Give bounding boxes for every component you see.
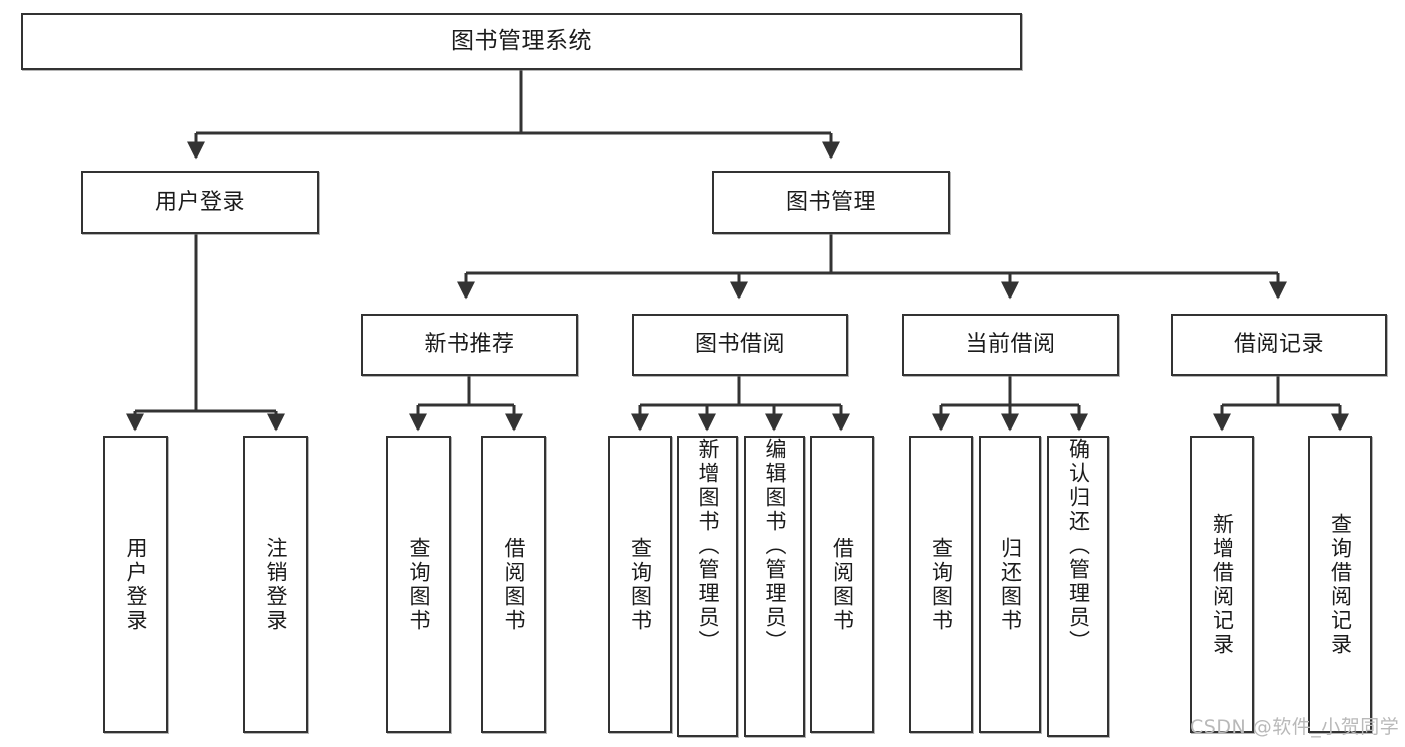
node-book-manage[interactable]: 图书管理 <box>712 171 950 234</box>
node-label: 借阅图书 <box>830 536 855 633</box>
leaf-confirm-return-admin[interactable]: 确认归还（管理员） <box>1047 436 1109 737</box>
leaf-query-book-current[interactable]: 查询图书 <box>909 436 973 733</box>
node-label: 借阅图书 <box>502 536 526 633</box>
node-label: 查询图书 <box>929 536 954 633</box>
node-label: 新书推荐 <box>424 332 515 358</box>
node-new-book-recommend[interactable]: 新书推荐 <box>361 314 578 376</box>
node-book-borrow[interactable]: 图书借阅 <box>632 314 848 376</box>
watermark-text: CSDN @软件_小贺同学 <box>1190 716 1400 738</box>
node-root-system[interactable]: 图书管理系统 <box>21 13 1022 70</box>
node-label: 编辑图书（管理员） <box>763 438 787 654</box>
leaf-edit-book-admin[interactable]: 编辑图书（管理员） <box>744 436 805 737</box>
node-label: 用户登录 <box>124 536 148 633</box>
leaf-add-book-admin[interactable]: 新增图书（管理员） <box>677 436 738 737</box>
node-label: 借阅记录 <box>1233 332 1324 358</box>
leaf-query-book-borrow[interactable]: 查询图书 <box>608 436 672 733</box>
node-label: 查询借阅记录 <box>1328 512 1353 657</box>
node-label: 新增图书（管理员） <box>696 438 720 654</box>
leaf-query-borrow-record[interactable]: 查询借阅记录 <box>1308 436 1372 733</box>
node-user-login[interactable]: 用户登录 <box>81 171 319 234</box>
node-current-borrow[interactable]: 当前借阅 <box>902 314 1119 376</box>
leaf-user-login[interactable]: 用户登录 <box>103 436 168 733</box>
node-label: 注销登录 <box>264 536 288 633</box>
node-label: 新增借阅记录 <box>1210 512 1235 657</box>
leaf-add-borrow-record[interactable]: 新增借阅记录 <box>1190 436 1254 733</box>
leaf-borrow-book-recommend[interactable]: 借阅图书 <box>481 436 546 733</box>
node-label: 查询图书 <box>407 536 431 633</box>
node-borrow-record[interactable]: 借阅记录 <box>1171 314 1387 376</box>
node-label: 用户登录 <box>154 189 245 215</box>
leaf-query-book-recommend[interactable]: 查询图书 <box>386 436 451 733</box>
node-label: 确认归还（管理员） <box>1066 438 1091 654</box>
node-label: 图书管理 <box>785 189 876 215</box>
node-label: 归还图书 <box>998 536 1023 633</box>
leaf-borrow-book-borrow[interactable]: 借阅图书 <box>810 436 874 733</box>
node-label: 图书借阅 <box>694 332 785 358</box>
node-label: 图书管理系统 <box>451 28 592 55</box>
leaf-logout-login[interactable]: 注销登录 <box>243 436 308 733</box>
node-label: 当前借阅 <box>965 332 1056 358</box>
node-label: 查询图书 <box>628 536 653 633</box>
leaf-return-book[interactable]: 归还图书 <box>979 436 1041 733</box>
